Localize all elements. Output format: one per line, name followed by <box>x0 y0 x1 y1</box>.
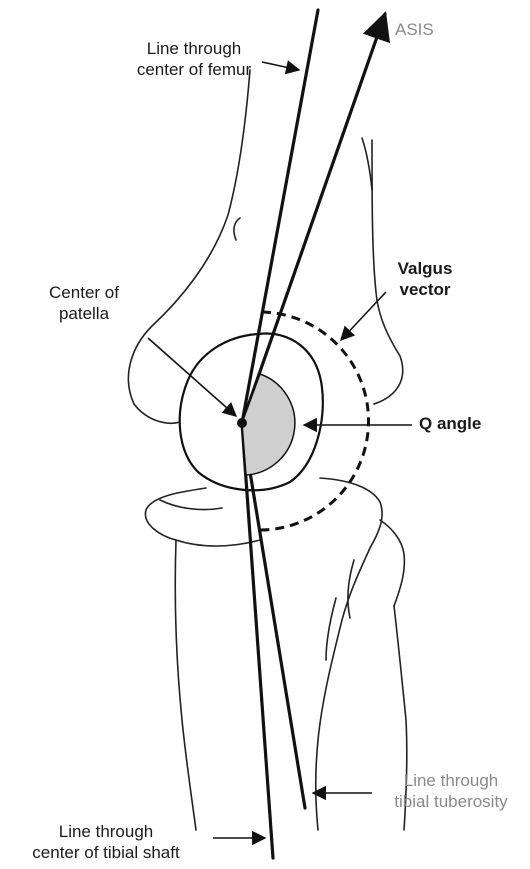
tibia-outline <box>145 478 406 830</box>
patella-center-point <box>237 418 247 428</box>
valgus-vector-label: Valgus vector <box>380 258 470 300</box>
center-patella-label: Center of patella <box>24 282 144 324</box>
tibial-shaft-label: Line through center of tibial shaft <box>0 821 212 863</box>
femur-line-label: Line through center of femur <box>94 38 294 80</box>
q-angle-label: Q angle <box>419 413 481 434</box>
tibial-tuberosity-label: Line through tibial tuberosity <box>376 770 526 812</box>
asis-label: ASIS <box>395 19 434 40</box>
